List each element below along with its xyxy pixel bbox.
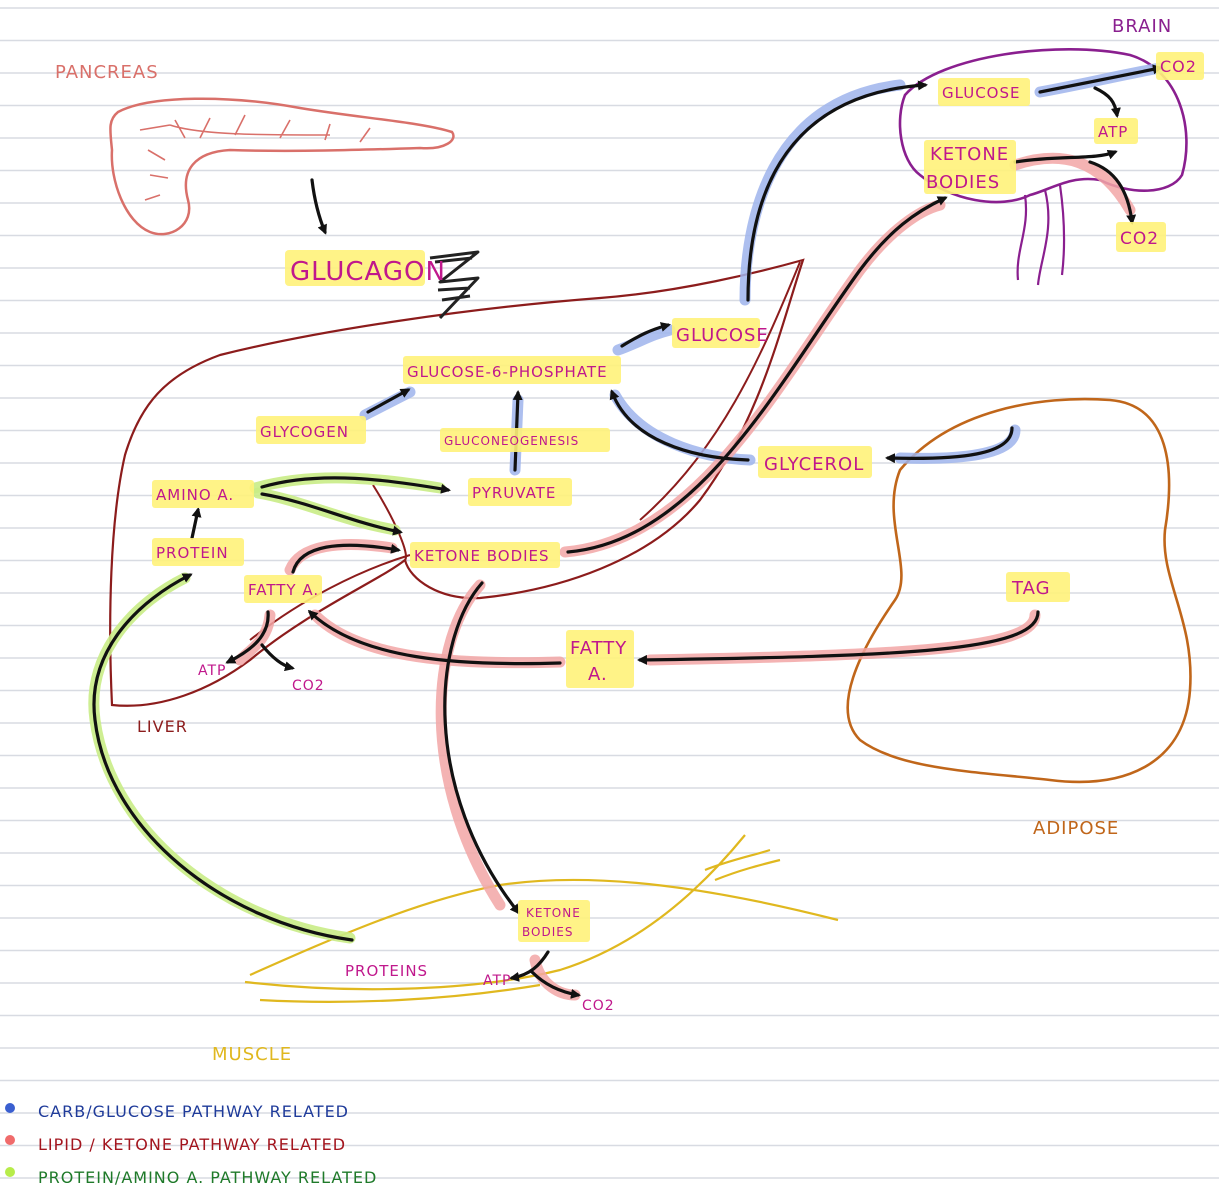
hl-pyruvate [468,478,572,506]
glow-glucose-brain [739,79,906,306]
arrow-amino-pyruvate [260,476,451,494]
hl-brain-atp [1094,118,1138,144]
arrow-brain-ketone-co2 [1088,160,1137,225]
hl-fatty-a-liver [244,575,322,603]
arrow-ketone-brain [566,196,948,554]
arrow-brain-ketone-atp [1013,149,1118,164]
label-tag: TAG [1011,578,1051,599]
pancreas-ducts [139,114,371,201]
label-muscle-ketone-1: KETONE [526,906,581,920]
arrow-glycerol-g6p [609,389,750,462]
legend-text-carb: CARB/GLUCOSE PATHWAY RELATED [38,1102,349,1121]
label-glucose6p: GLUCOSE-6-PHOSPHATE [407,363,608,381]
arrow-amino-ketone [260,492,403,536]
label-pyruvate: PYRUVATE [472,484,556,502]
label-protein: PROTEIN [156,544,229,562]
label-brain-co2-top: CO2 [1160,57,1197,76]
hl-brain-co2-bottom [1116,222,1166,252]
label-muscle-proteins: PROTEINS [345,962,428,980]
arrow-glucose-brain [746,80,928,302]
hl-tag [1006,572,1070,602]
label-glycerol: GLYCEROL [764,454,864,475]
label-co2-liver: CO2 [292,678,325,694]
label-layer: PANCREAS LIVER BRAIN ADIPOSE MUSCLE GLUC… [55,16,1204,1065]
legend-text-protein: PROTEIN/AMINO A. PATHWAY RELATED [38,1168,377,1187]
hl-brain-ketone [924,140,1016,194]
arrow-glycogen-g6p [366,388,411,414]
arrow-liver-co2 [260,643,295,672]
hl-glucose6p [403,356,621,384]
pancreas-outline [109,97,455,236]
hl-fatty-a-mid [566,630,634,688]
hl-gluconeogenesis [440,428,610,452]
arrow-brain-glucose-co2 [1038,64,1163,94]
arrow-muscle-ketone-co2 [530,970,581,999]
organ-adipose: ADIPOSE [1033,818,1119,839]
legend: CARB/GLUCOSE PATHWAY RELATED LIPID / KET… [5,1102,377,1187]
label-amino-a: AMINO A. [156,486,234,504]
label-brain-co2-bottom: CO2 [1120,229,1159,249]
hl-protein [152,538,244,566]
arrow-tag-fatty [637,610,1040,665]
label-gluconeogenesis: GLUCONEOGENESIS [444,434,579,448]
arrow-g6p-glucose [620,322,671,348]
legend-dot-protein [5,1167,15,1177]
hl-brain-glucose [938,78,1030,106]
hl-glucagon [285,250,425,286]
glow-ketone-muscle [435,579,506,911]
glow-tag-fatty [644,609,1041,666]
glow-adipose-glycerol [894,424,1021,464]
glucagon-signal-zigzag-icon [429,250,480,320]
arrow-fatty-liver [307,609,562,666]
hl-glycerol [758,446,872,478]
label-ketone-bodies-liver: KETONE BODIES [414,547,550,565]
label-atp-liver: ATP [198,663,226,679]
arrow-muscle-ketone-atp [509,950,550,982]
label-fatty-a-mid-2: A. [588,664,608,685]
legend-dot-lipid [5,1135,15,1145]
adipose-outline [846,397,1192,784]
label-brain-ketone-1: KETONE [930,144,1009,165]
arrow-muscle-protein [92,573,354,942]
hl-muscle-ketone [518,900,590,942]
label-muscle-co2: CO2 [582,998,615,1014]
hl-glucose-liver [672,318,760,348]
hl-ketone-liver [410,542,560,568]
arrow-adipose-glycerol [885,426,1014,464]
label-brain-atp: ATP [1098,123,1128,141]
hl-brain-co2-top [1156,52,1204,80]
label-muscle-atp: ATP [483,973,511,989]
label-glucagon: GLUCAGON [290,257,446,287]
legend-text-lipid: LIPID / KETONE PATHWAY RELATED [38,1135,346,1154]
label-brain-glucose: GLUCOSE [942,84,1021,102]
label-brain-ketone-2: BODIES [926,172,1000,193]
arrow-liver-atp [225,610,270,664]
arrow-pancreas-glucagon [310,178,327,235]
label-fatty-a-mid-1: FATTY [570,638,627,659]
label-glycogen: GLYCOGEN [260,423,349,441]
organ-liver: LIVER [137,717,188,736]
arrow-ketone-muscle [443,581,520,915]
label-muscle-ketone-2: BODIES [522,925,573,939]
hl-amino-a [152,480,254,508]
arrow-protein-amino [190,507,202,540]
organ-muscle: MUSCLE [212,1044,292,1065]
label-fatty-a-liver: FATTY A. [248,581,319,599]
hl-glycogen [256,416,366,444]
brain-stem [1016,184,1066,286]
organ-pancreas: PANCREAS [55,62,159,83]
organ-brain: BRAIN [1112,16,1172,37]
label-glucose-liver: GLUCOSE [676,325,769,346]
liver-outline [109,258,805,707]
legend-dot-carb [5,1103,15,1113]
arrow-fatty-ketone [291,543,401,574]
glow-muscle-protein [88,572,356,944]
arrow-brain-glucose-atp [1093,86,1121,118]
